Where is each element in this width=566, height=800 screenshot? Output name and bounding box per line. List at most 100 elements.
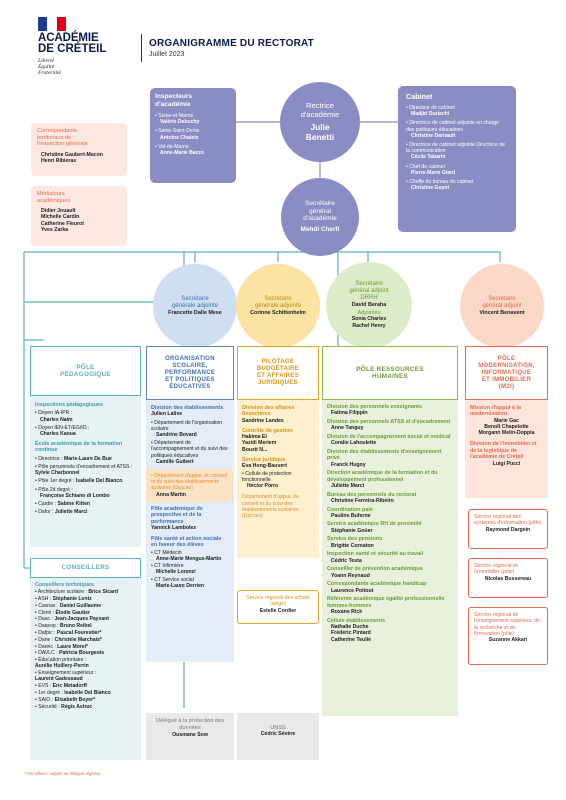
conseiller-name: Isabelle Del Bianco xyxy=(64,690,111,697)
cabinet-name: Cécile Tabarin xyxy=(411,154,446,161)
insp-label: Doyen IEN-ET/EG/IO : xyxy=(38,424,90,431)
org-heading-line: ÉDUCATIVES xyxy=(169,383,211,390)
m2i-service-name: Raymond Dargein xyxy=(485,526,531,533)
ecole-label: Pôle 2d degré : xyxy=(38,486,73,493)
conseiller-name: Laurent Gadessaud xyxy=(35,676,83,683)
correspondants-name: Henri Ribieras xyxy=(41,157,77,164)
rectrice-title-2: d'académie xyxy=(300,109,340,119)
sga-circle-2: Secrétaire générale adjointe Corinne Sch… xyxy=(236,264,320,348)
m2i-heading-line: ET IMMOBILIER xyxy=(481,376,532,383)
pil-heading-line: PILOTAGE xyxy=(261,359,295,365)
org-heading-line: ORGANISATION xyxy=(165,355,215,362)
conseiller-name: Pascal Fourestier* xyxy=(56,630,102,637)
conseiller-label: Daac : xyxy=(38,616,55,623)
conseiller-label: Dane : xyxy=(38,636,55,643)
ecole-name: Marie-Laure De Bue xyxy=(63,455,112,462)
conseillers-subtitle: Conseillers techniques xyxy=(35,582,95,588)
org-dacces-label: Département d'appui, du conseil et du su… xyxy=(151,473,229,492)
rh-item-name: Juliette Marci xyxy=(331,482,365,489)
conseiller-item: Daasop : Bruno Reibel xyxy=(35,623,136,629)
mediateur-name: Didier Jouault xyxy=(41,208,76,214)
inspecteur-name: Anne-Marie Bazzo xyxy=(160,150,204,157)
sga-adj-label: Adjointes xyxy=(357,309,381,316)
conseiller-item: Sécurité : Régis Astruc xyxy=(35,704,136,710)
m2i-mission-name: Marie Gac xyxy=(494,417,519,424)
sga-title-2: général adjoint xyxy=(482,302,522,309)
dpd-title: Délégué à la protection des données xyxy=(155,718,225,731)
correspondants-name: Christine Gaubert-Macon xyxy=(41,151,103,158)
conseiller-name: Jean-Jacques Paysant xyxy=(54,616,109,623)
unss-box: UNSS Cédric Sévère xyxy=(237,713,319,760)
conseiller-name: Régis Astruc xyxy=(61,703,93,710)
rh-item-title: Correspondante académique handicap xyxy=(327,581,427,588)
sga-circle-1: Secrétaire générale adjointe Francette D… xyxy=(153,264,237,348)
insp-label: Doyen IA-IPR : xyxy=(38,410,73,417)
pole-rh: PÔLE RESSOURCES HUMAINES Division des pe… xyxy=(322,346,458,716)
conseillers-box: CONSEILLERS Conseillers techniques Archi… xyxy=(30,558,141,760)
m2i-service-title: Service régional des systèmes d'informat… xyxy=(474,514,542,527)
conseiller-label: Daasop : xyxy=(38,623,61,630)
sga-extra: DRRH xyxy=(360,295,378,302)
rh-item-title: Service des pensions xyxy=(327,536,383,543)
flag-icon xyxy=(38,17,66,31)
page-title: ORGANIGRAMME DU RECTORAT xyxy=(149,38,314,49)
cabinet-role: Directeur de cabinet xyxy=(409,105,455,111)
conseiller-name: Élodie Gautier xyxy=(55,609,91,616)
conseiller-item: Daac : Jean-Jacques Paysant xyxy=(35,616,136,622)
conseiller-item: Dareic : Laure Morel* xyxy=(35,644,136,650)
footnote: * Par ailleurs, adjoint au délégué régio… xyxy=(24,771,101,776)
inspecteurs-box: Inspecteurs d'académie Seine-et-MarneVal… xyxy=(150,88,236,183)
conseiller-item: Clemi : Élodie Gautier xyxy=(35,610,136,616)
ecole-title: École académique de la formation continu… xyxy=(35,441,123,454)
cabinet-role: Directrice de cabinet adjointe en charge… xyxy=(406,120,499,133)
pil-cg-names: Hakima El Yazidi Meriem Bouzit N... xyxy=(242,434,277,453)
conseillers-heading: CONSEILLERS xyxy=(30,558,141,578)
conseiller-label: 1er degré : xyxy=(38,690,65,697)
pole-pedagogique-heading-2: PÉDAGOGIQUE xyxy=(60,371,111,378)
m2i-mission-name: Morgann Melin-Doppia xyxy=(478,430,535,437)
m2i-service-title: Service régional de l'immobilier (pôle) xyxy=(474,563,519,576)
inspecteurs-title-2: d'académie xyxy=(155,100,191,108)
inspecteur-name: Antoine Chaleix xyxy=(160,134,199,141)
conseiller-label: Éducation prioritaire : xyxy=(38,657,87,664)
org-heading-line: PERFORMANCE xyxy=(164,369,216,376)
rh-item-title: Inspection santé et sécurité au travail xyxy=(327,551,424,558)
conseiller-item: SAIO : Elisabeth Boyer* xyxy=(35,697,136,703)
m2i-heading-line: MODERNISATION, xyxy=(478,362,535,369)
correspondants-title-3: l'inspection générale xyxy=(37,141,88,147)
pole-pilotage: PILOTAGE BUDGÉTAIRE ET AFFAIRES JURIDIQU… xyxy=(237,346,319,558)
inspecteur-dept: Seine-Saint-Denis xyxy=(158,128,200,135)
insp-name: Charles Kaoua xyxy=(40,430,76,437)
correspondants-title: Correspondants territoriaux de l'inspect… xyxy=(37,128,121,148)
sga-title-2: générale adjointe xyxy=(254,302,302,309)
org-sante-name: Michelle Lorenzi xyxy=(156,569,196,576)
mediateur-name: Michelle Cardin xyxy=(41,214,80,221)
conseiller-name: Elisabeth Boyer* xyxy=(54,696,96,703)
ecole-name: Françoise Schiano di Lombo xyxy=(40,492,110,499)
pil-daf-title: Division des affaires financières xyxy=(242,405,295,418)
cabinet-item: Directrice de cabinet adjointe Directric… xyxy=(406,142,508,161)
sga-title-1: Secrétaire xyxy=(264,295,292,302)
rh-item-title: Division des personnels enseignants xyxy=(327,404,422,410)
mediateurs-title-2: académiques xyxy=(37,197,71,204)
mediateur-name: Catherine Fleurot xyxy=(41,220,84,227)
org-prosp-title: Pôle académique de prospective et de la … xyxy=(151,505,203,525)
pole-pedagogique: PÔLE PÉDAGOGIQUE Inspections pédagogique… xyxy=(30,346,141,547)
rh-item-title: Référente académique égalité professionn… xyxy=(327,596,445,609)
motto-line: Égalité xyxy=(38,64,55,71)
ecole-label: Pôle 1er degré : xyxy=(38,478,76,485)
rh-item-name: Yoann Reynaud xyxy=(331,572,370,579)
org-sante-title: Pôle santé et action sociale en faveur d… xyxy=(151,536,222,549)
rh-item-title: Direction académique de la formation et … xyxy=(327,470,438,483)
rh-cellule-name: Catherine Teulié xyxy=(331,636,371,643)
rh-item-title: Service académique RH de proximité xyxy=(327,521,422,528)
rh-item-title: Division des établissements d'enseigneme… xyxy=(327,448,442,462)
rh-item-name: Roxane Rick xyxy=(331,609,363,615)
org-div-item: Département de l'organisation scolaireSa… xyxy=(151,420,229,439)
conseiller-label: Architecture scolaire : xyxy=(37,589,89,596)
pil-sj-item: Cellule de protection fonctionnelleHecto… xyxy=(242,471,314,490)
pil-heading-line: JURIDIQUES xyxy=(258,380,298,386)
